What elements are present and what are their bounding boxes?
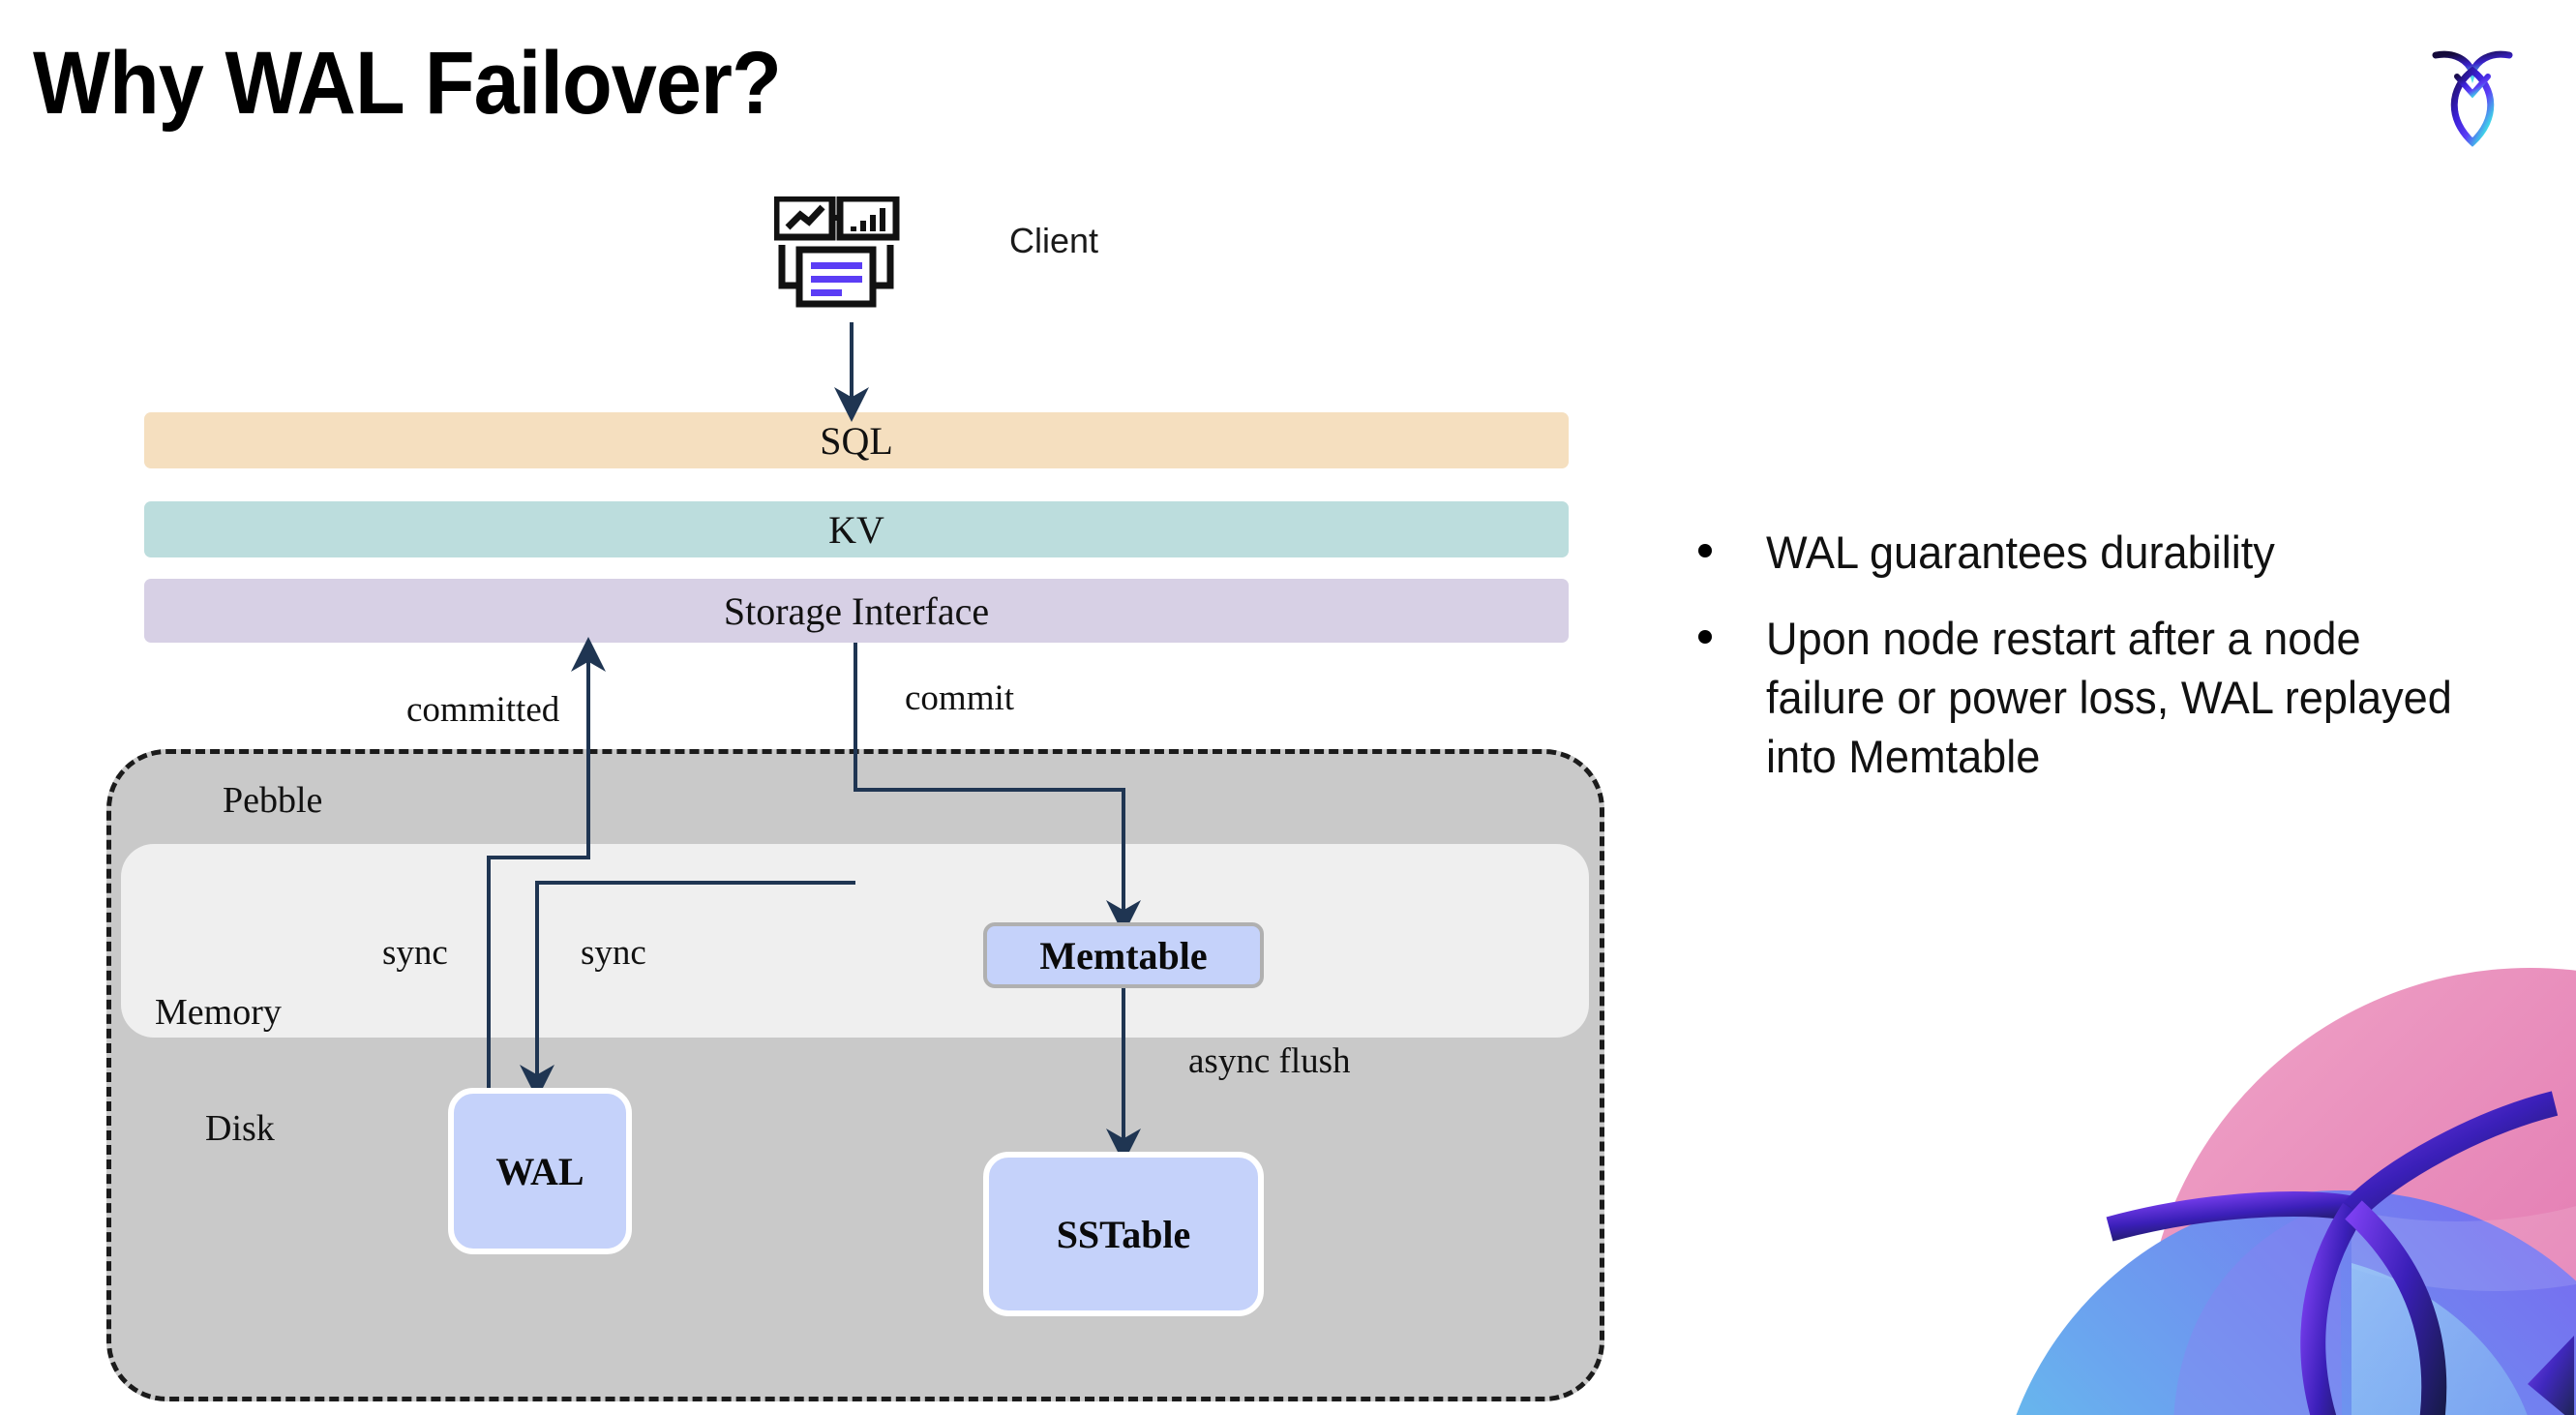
layer-bar-storage-interface-label: Storage Interface xyxy=(723,588,990,633)
node-memtable-label: Memtable xyxy=(1039,933,1208,978)
page-title: Why WAL Failover? xyxy=(33,34,782,133)
cockroachdb-logo-icon xyxy=(2414,34,2531,155)
cockroachdb-decorative-logo-icon xyxy=(1935,919,2576,1415)
edge-label-commit: commit xyxy=(905,678,1015,718)
memory-region xyxy=(121,844,1589,1038)
bullet-list: WAL guarantees durability Upon node rest… xyxy=(1698,523,2501,813)
edge-label-sync-1: sync xyxy=(382,933,448,973)
bullet-dot-icon xyxy=(1698,544,1712,557)
client-label: Client xyxy=(1009,221,1099,260)
node-sstable-label: SSTable xyxy=(1056,1212,1191,1256)
bullet-dot-icon xyxy=(1698,630,1712,645)
client-monitor-icon xyxy=(772,195,924,322)
node-sstable: SSTable xyxy=(983,1152,1264,1316)
bullet-text: Upon node restart after a node failure o… xyxy=(1766,613,2452,783)
pebble-label: Pebble xyxy=(223,780,323,821)
node-wal-label: WAL xyxy=(495,1149,584,1193)
layer-bar-kv: KV xyxy=(144,501,1569,557)
disk-label: Disk xyxy=(205,1108,275,1149)
layer-bar-storage-interface: Storage Interface xyxy=(144,579,1569,643)
layer-bar-kv-label: KV xyxy=(828,507,884,552)
edge-label-async-flush: async flush xyxy=(1188,1041,1351,1081)
list-item: Upon node restart after a node failure o… xyxy=(1698,609,2501,786)
layer-bar-sql-label: SQL xyxy=(820,418,893,463)
edge-label-sync-2: sync xyxy=(581,933,646,973)
memory-label: Memory xyxy=(155,992,282,1033)
list-item: WAL guarantees durability xyxy=(1698,523,2501,582)
layer-bar-sql: SQL xyxy=(144,412,1569,468)
node-memtable: Memtable xyxy=(983,922,1264,988)
bullet-text: WAL guarantees durability xyxy=(1766,527,2275,578)
node-wal: WAL xyxy=(448,1088,632,1254)
edge-label-committed: committed xyxy=(406,690,560,730)
